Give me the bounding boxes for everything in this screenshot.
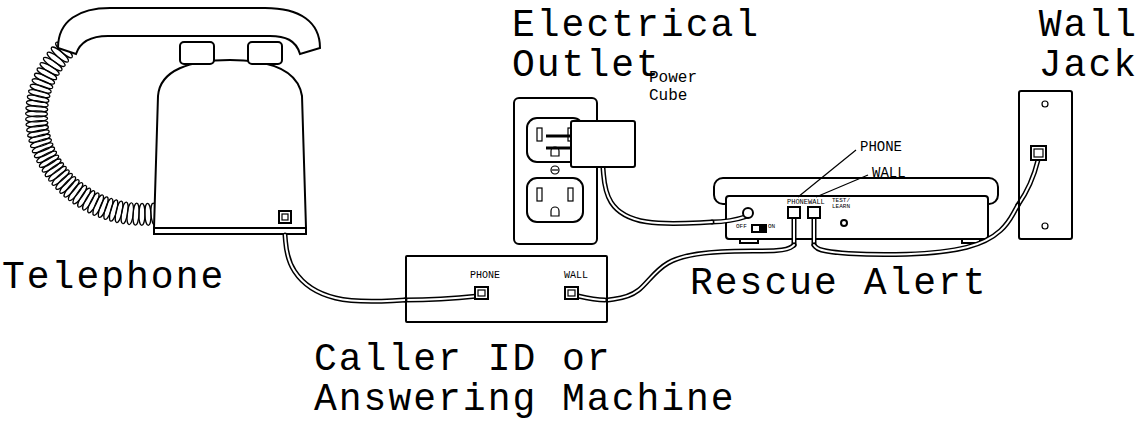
port-label: WALL <box>564 271 604 281</box>
node-label: Wall Jack <box>1028 6 1138 86</box>
phone-cord <box>603 168 712 224</box>
port-label: PHONE <box>470 271 510 281</box>
port-label: PHONE <box>787 199 809 206</box>
caller-id-jacks <box>405 287 605 300</box>
phone-cord <box>285 235 405 301</box>
caller-id-box: Caller ID or Answering MachinePHONEWALL <box>405 255 608 323</box>
telephone-illustration <box>58 8 320 234</box>
switch-label: OFF <box>736 224 749 230</box>
power-cube: Power Cube <box>570 120 636 168</box>
rescue-alert: Rescue AlertPHONEWALLTEST/ LEARNOFFON <box>712 178 1000 245</box>
leader-lines <box>798 150 868 197</box>
cord-core <box>814 205 1018 255</box>
node-label: Telephone <box>2 258 252 298</box>
node-label: Rescue Alert <box>690 264 1010 304</box>
cord-core <box>603 168 712 224</box>
cord-core <box>285 235 405 301</box>
callout-label: WALL <box>872 166 922 180</box>
part-name: Power Cube <box>649 70 719 105</box>
button-label: TEST/ LEARN <box>832 198 856 211</box>
wall-jack: Wall Jack <box>1018 90 1073 240</box>
coiled-cord <box>25 40 157 225</box>
wall-jack-illustration <box>1018 101 1048 229</box>
phone-cord <box>814 205 1018 255</box>
rescue-alert-device <box>712 178 998 245</box>
node-label: Caller ID or Answering Machine <box>314 340 774 420</box>
telephone: Telephone <box>150 58 308 235</box>
port-label: WALL <box>808 199 828 206</box>
node-label: Electrical Outlet <box>512 6 772 86</box>
switch-label: ON <box>768 224 778 230</box>
callout-label: PHONE <box>860 140 920 154</box>
